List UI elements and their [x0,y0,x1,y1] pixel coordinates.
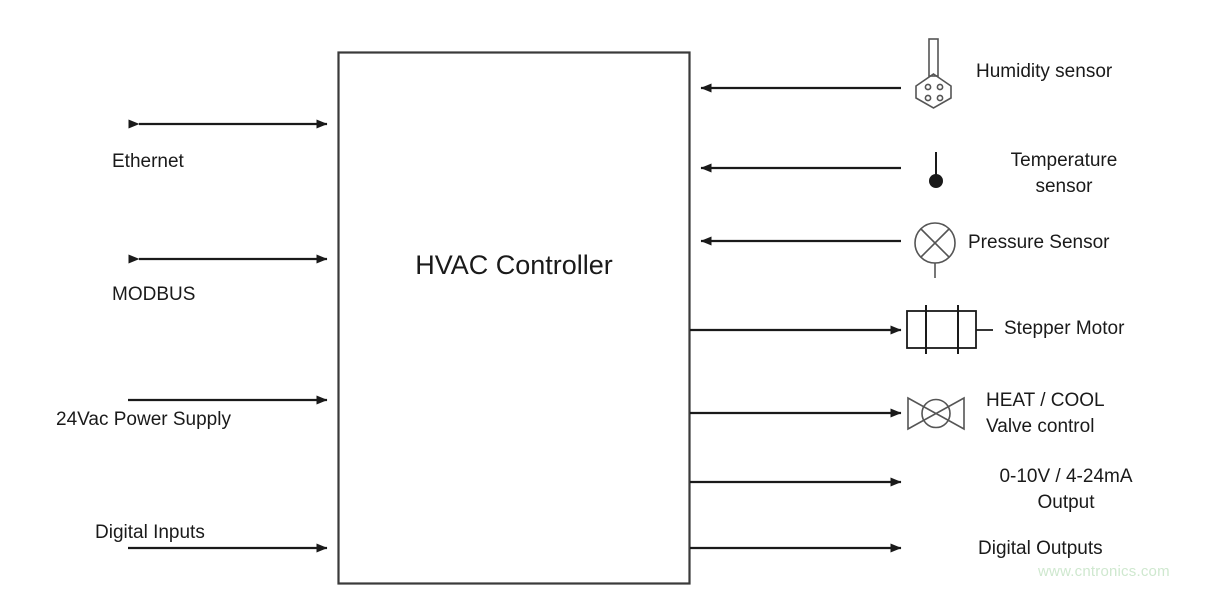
device-label-valve-control: HEAT / COOL Valve control [986,390,1105,437]
humidity-sensor-icon [915,38,952,109]
hvac-controller-block [337,51,691,585]
controller-title: HVAC Controller [415,250,613,280]
device-label-humidity-sensor: Humidity sensor [976,61,1113,82]
port-label-modbus: MODBUS [112,284,196,305]
pressure-sensor-icon [914,222,956,278]
device-label-pressure-sensor: Pressure Sensor [968,232,1110,253]
port-label-digital-inputs: Digital Inputs [95,522,205,543]
watermark: www.cntronics.com [1038,563,1170,580]
device-label-digital-outputs: Digital Outputs [978,538,1103,559]
device-label-stepper-motor: Stepper Motor [1004,318,1125,339]
port-label-ethernet: Ethernet [112,151,184,172]
device-label-analog-output: 0-10V / 4-24mA Output [999,466,1133,513]
stepper-motor-icon [906,305,993,354]
device-label-temperature-sensor: Temperature sensor [1010,150,1118,197]
valve-icon [907,396,965,431]
temperature-sensor-icon [929,152,943,188]
port-label-power-supply: 24Vac Power Supply [56,409,231,430]
